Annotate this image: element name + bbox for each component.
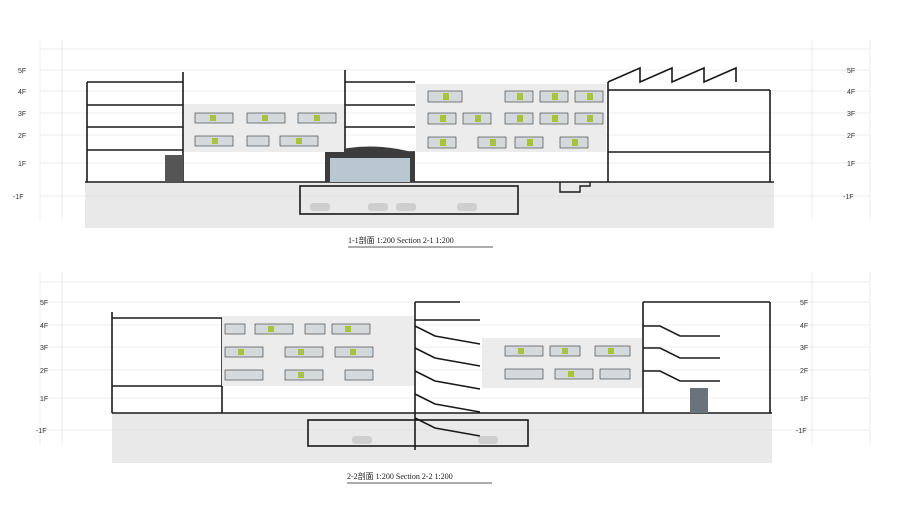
section-2-level-label-right: -1F xyxy=(796,428,807,435)
section-1-level-label-right: 2F xyxy=(847,133,855,140)
section-2-ground-fill xyxy=(112,413,772,463)
section-1-passage-glazing xyxy=(330,158,410,182)
section-1-level-label-left: -1F xyxy=(13,194,24,201)
section-1-level-label-left: 4F xyxy=(18,89,26,96)
section-2-level-label-left: 5F xyxy=(40,300,48,307)
section-1-level-label-right: 5F xyxy=(847,68,855,75)
section-2-level-label-left: -1F xyxy=(36,428,47,435)
section-1-level-label-right: 1F xyxy=(847,161,855,168)
section-1-facade-panels-left xyxy=(184,104,344,152)
section-1-ground-fill xyxy=(85,182,774,228)
section-1: 5F 4F 3F 2F 1F -1F 5F 4F 3F 2F 1F -1F 1-… xyxy=(13,40,871,248)
section-1-facade-panels-right xyxy=(416,84,606,152)
section-1-level-label-left: 1F xyxy=(18,161,26,168)
car-icon xyxy=(352,436,372,444)
section-1-level-label-right: 4F xyxy=(847,89,855,96)
section-1-right-block xyxy=(607,66,771,182)
section-2-cars xyxy=(352,436,498,444)
section-2-caption: 2-2剖面 1:200 Section 2-2 1:200 xyxy=(347,471,453,481)
section-1-cars xyxy=(310,203,477,211)
section-2-level-label-left: 3F xyxy=(40,345,48,352)
section-2-level-label-right: 3F xyxy=(800,345,808,352)
section-2-level-label-right: 5F xyxy=(800,300,808,307)
section-2-level-label-right: 1F xyxy=(800,396,808,403)
car-icon xyxy=(396,203,416,211)
section-1-level-label-right: -1F xyxy=(843,194,854,201)
section-1-stair-core xyxy=(165,155,183,182)
section-2-level-label-left: 1F xyxy=(40,396,48,403)
section-2-level-label-right: 4F xyxy=(800,323,808,330)
section-2-facade-panels-right xyxy=(482,338,642,388)
section-2-stair-block xyxy=(414,301,481,450)
section-2-level-label-right: 2F xyxy=(800,368,808,375)
section-1-level-label-left: 2F xyxy=(18,133,26,140)
section-1-level-label-left: 3F xyxy=(18,111,26,118)
section-1-left-block-slabs xyxy=(86,72,184,182)
section-1-level-label-left: 5F xyxy=(18,68,26,75)
section-2-level-label-left: 4F xyxy=(40,323,48,330)
section-2-basement-parking xyxy=(307,419,529,447)
section-2-right-block xyxy=(642,301,771,413)
section-2-facade-panels-left xyxy=(222,316,414,386)
car-icon xyxy=(368,203,388,211)
section-1-level-label-right: 3F xyxy=(847,111,855,118)
section-1-caption: 1-1剖面 1:200 Section 2-1 1:200 xyxy=(348,235,454,245)
section-2-level-label-left: 2F xyxy=(40,368,48,375)
section-1-ramp xyxy=(559,182,591,193)
section-2: 5F 4F 3F 2F 1F -1F 5F 4F 3F 2F 1F -1F 2-… xyxy=(36,272,871,484)
car-icon xyxy=(457,203,477,211)
car-icon xyxy=(310,203,330,211)
car-icon xyxy=(478,436,498,444)
section-2-entrance-core xyxy=(690,388,708,413)
section-1-basement-parking xyxy=(299,185,519,215)
